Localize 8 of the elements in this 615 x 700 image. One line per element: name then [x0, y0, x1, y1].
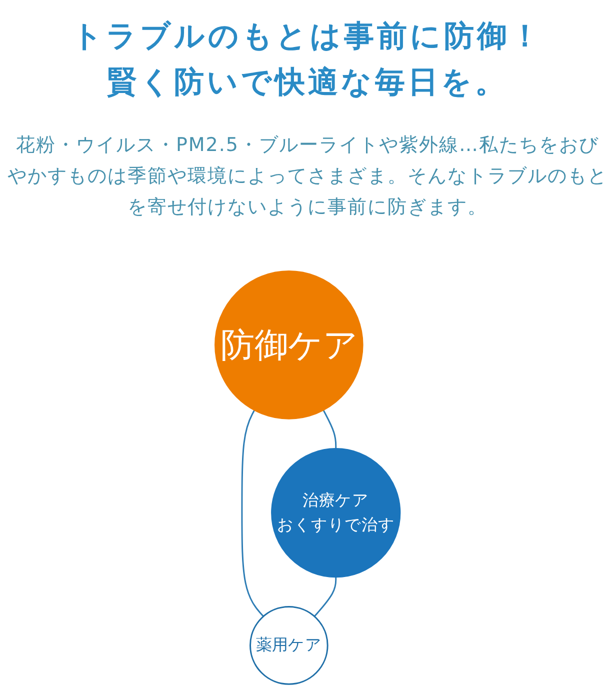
connector	[241, 410, 264, 616]
connector	[322, 410, 336, 448]
title: トラブルのもとは事前に防御！賢く防いで快適な毎日を。	[71, 18, 544, 102]
node-circle: 防御ケア	[214, 270, 364, 419]
connector	[314, 576, 336, 616]
node-circle: 薬用ケア	[249, 606, 328, 684]
body-text: 花粉・ウイルス・PM2.5・ブルーライトや紫外線…私たちをおびやかすものは季節や環境によってさまざま。そんなトラブルのもとを寄せ付けないように事前に防ぎます。	[8, 133, 608, 220]
node-circle: 治療ケア おくすりで治す	[270, 448, 401, 578]
